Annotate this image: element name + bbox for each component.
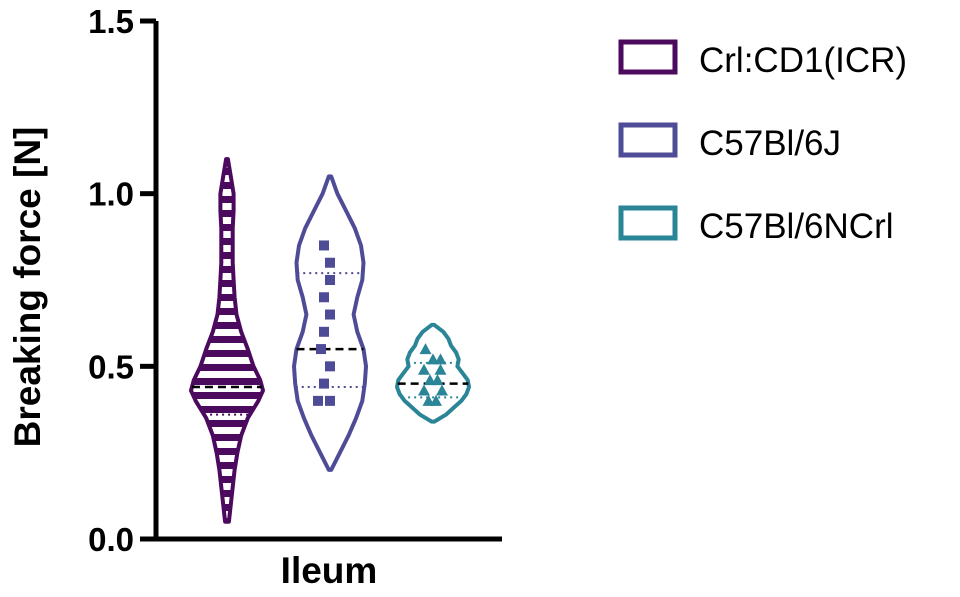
data-point-square: [316, 344, 326, 355]
violin-outline: [292, 174, 368, 472]
data-point-square: [319, 378, 329, 389]
violin-0: [189, 157, 265, 524]
data-point-square: [313, 395, 323, 406]
data-point-square: [325, 309, 335, 320]
data-point-triangle: [430, 394, 442, 406]
legend-swatch: [618, 122, 678, 158]
data-point-square: [325, 361, 335, 372]
data-point-triangle: [418, 363, 430, 375]
data-point-square: [319, 240, 329, 251]
data-point-square: [325, 257, 335, 268]
axes: [153, 21, 502, 542]
y-ticks: 0.0 0.5 1.0 1.5: [88, 3, 156, 558]
data-point-triangle: [434, 363, 447, 375]
legend-label: C57Bl/6NCrl: [699, 207, 894, 246]
data-point-triangle: [419, 343, 432, 355]
legend-swatch: [618, 39, 678, 75]
data-point-triangle: [434, 353, 447, 365]
data-point-square: [319, 326, 329, 337]
violin-1: [292, 174, 368, 472]
legend-swatch: [618, 205, 678, 241]
data-point-triangle: [436, 384, 448, 396]
y-tick-label: 1.5: [88, 3, 134, 40]
violins: [189, 157, 471, 524]
legend-label: Crl:CD1(ICR): [699, 41, 907, 80]
legend: Crl:CD1(ICR) C57Bl/6J C57Bl/6NCrl: [618, 39, 907, 246]
violin-outline: [189, 157, 265, 524]
y-tick-label: 1.0: [88, 176, 134, 213]
y-axis-title: Breaking force [N]: [7, 127, 48, 448]
violin-2: [395, 322, 471, 424]
legend-label: C57Bl/6J: [699, 124, 841, 163]
violin-outline: [395, 322, 471, 424]
data-point-square: [325, 395, 335, 406]
y-tick-label: 0.5: [88, 348, 134, 385]
x-category-label: Ileum: [281, 550, 378, 591]
data-point-square: [325, 275, 335, 285]
y-tick-label: 0.0: [88, 521, 134, 558]
data-point-square: [319, 292, 329, 303]
data-point-triangle: [418, 384, 430, 396]
data-point-triangle: [431, 374, 444, 386]
